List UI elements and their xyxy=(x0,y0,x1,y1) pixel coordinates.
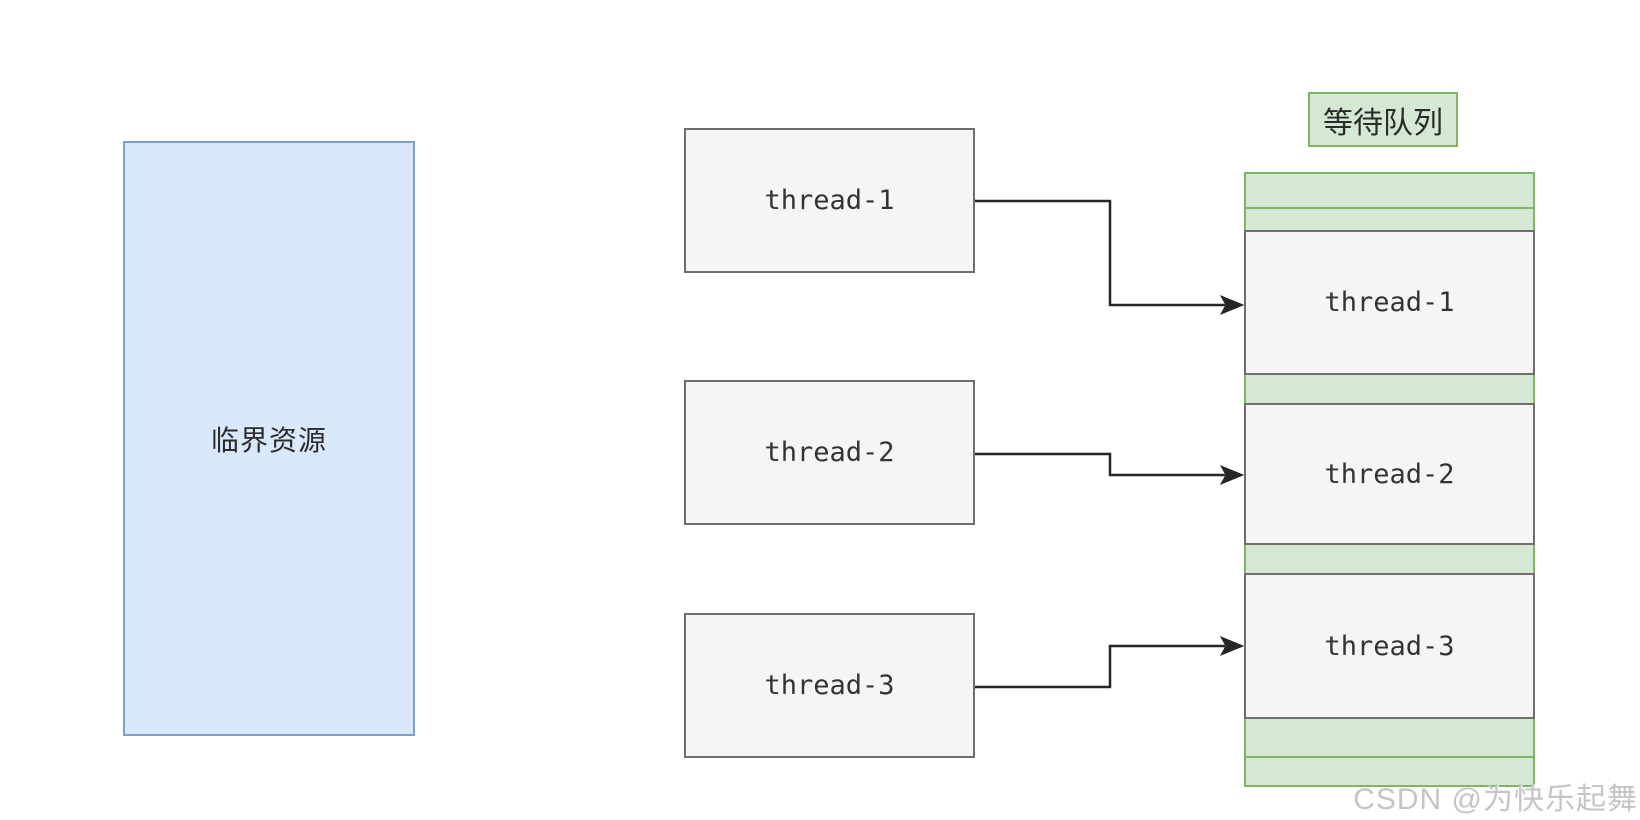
queue-footer-divider xyxy=(1246,756,1533,758)
source-thread-2-label: thread-2 xyxy=(764,437,895,468)
critical-resource-label: 临界资源 xyxy=(210,424,327,456)
arrow-thread-3 xyxy=(975,635,1245,689)
csdn-watermark: CSDN @为快乐起舞 xyxy=(1353,783,1638,816)
source-thread-3-box: thread-3 xyxy=(684,613,975,758)
queue-item-thread-2: thread-2 xyxy=(1244,403,1535,545)
arrow-thread-2 xyxy=(975,452,1245,486)
wait-queue-title-label: 等待队列 xyxy=(1323,106,1443,140)
wait-queue-container: thread-1 thread-2 thread-3 xyxy=(1244,172,1535,787)
arrowhead-thread-3 xyxy=(1219,635,1245,657)
source-thread-1-label: thread-1 xyxy=(764,185,895,216)
queue-item-thread-2-label: thread-2 xyxy=(1324,458,1455,490)
queue-item-thread-3: thread-3 xyxy=(1244,573,1535,719)
queue-item-thread-1: thread-1 xyxy=(1244,230,1535,375)
arrowhead-thread-1 xyxy=(1219,294,1245,316)
queue-item-thread-3-label: thread-3 xyxy=(1324,630,1455,662)
arrow-thread-1 xyxy=(975,199,1245,316)
arrowhead-thread-2 xyxy=(1219,464,1245,486)
source-thread-2-box: thread-2 xyxy=(684,380,975,525)
source-thread-3-label: thread-3 xyxy=(764,670,895,701)
queue-header-divider xyxy=(1246,207,1533,209)
critical-resource-box: 临界资源 xyxy=(123,141,415,736)
wait-queue-title: 等待队列 xyxy=(1308,92,1458,147)
queue-item-thread-1-label: thread-1 xyxy=(1324,287,1455,318)
source-thread-1-box: thread-1 xyxy=(684,128,975,273)
